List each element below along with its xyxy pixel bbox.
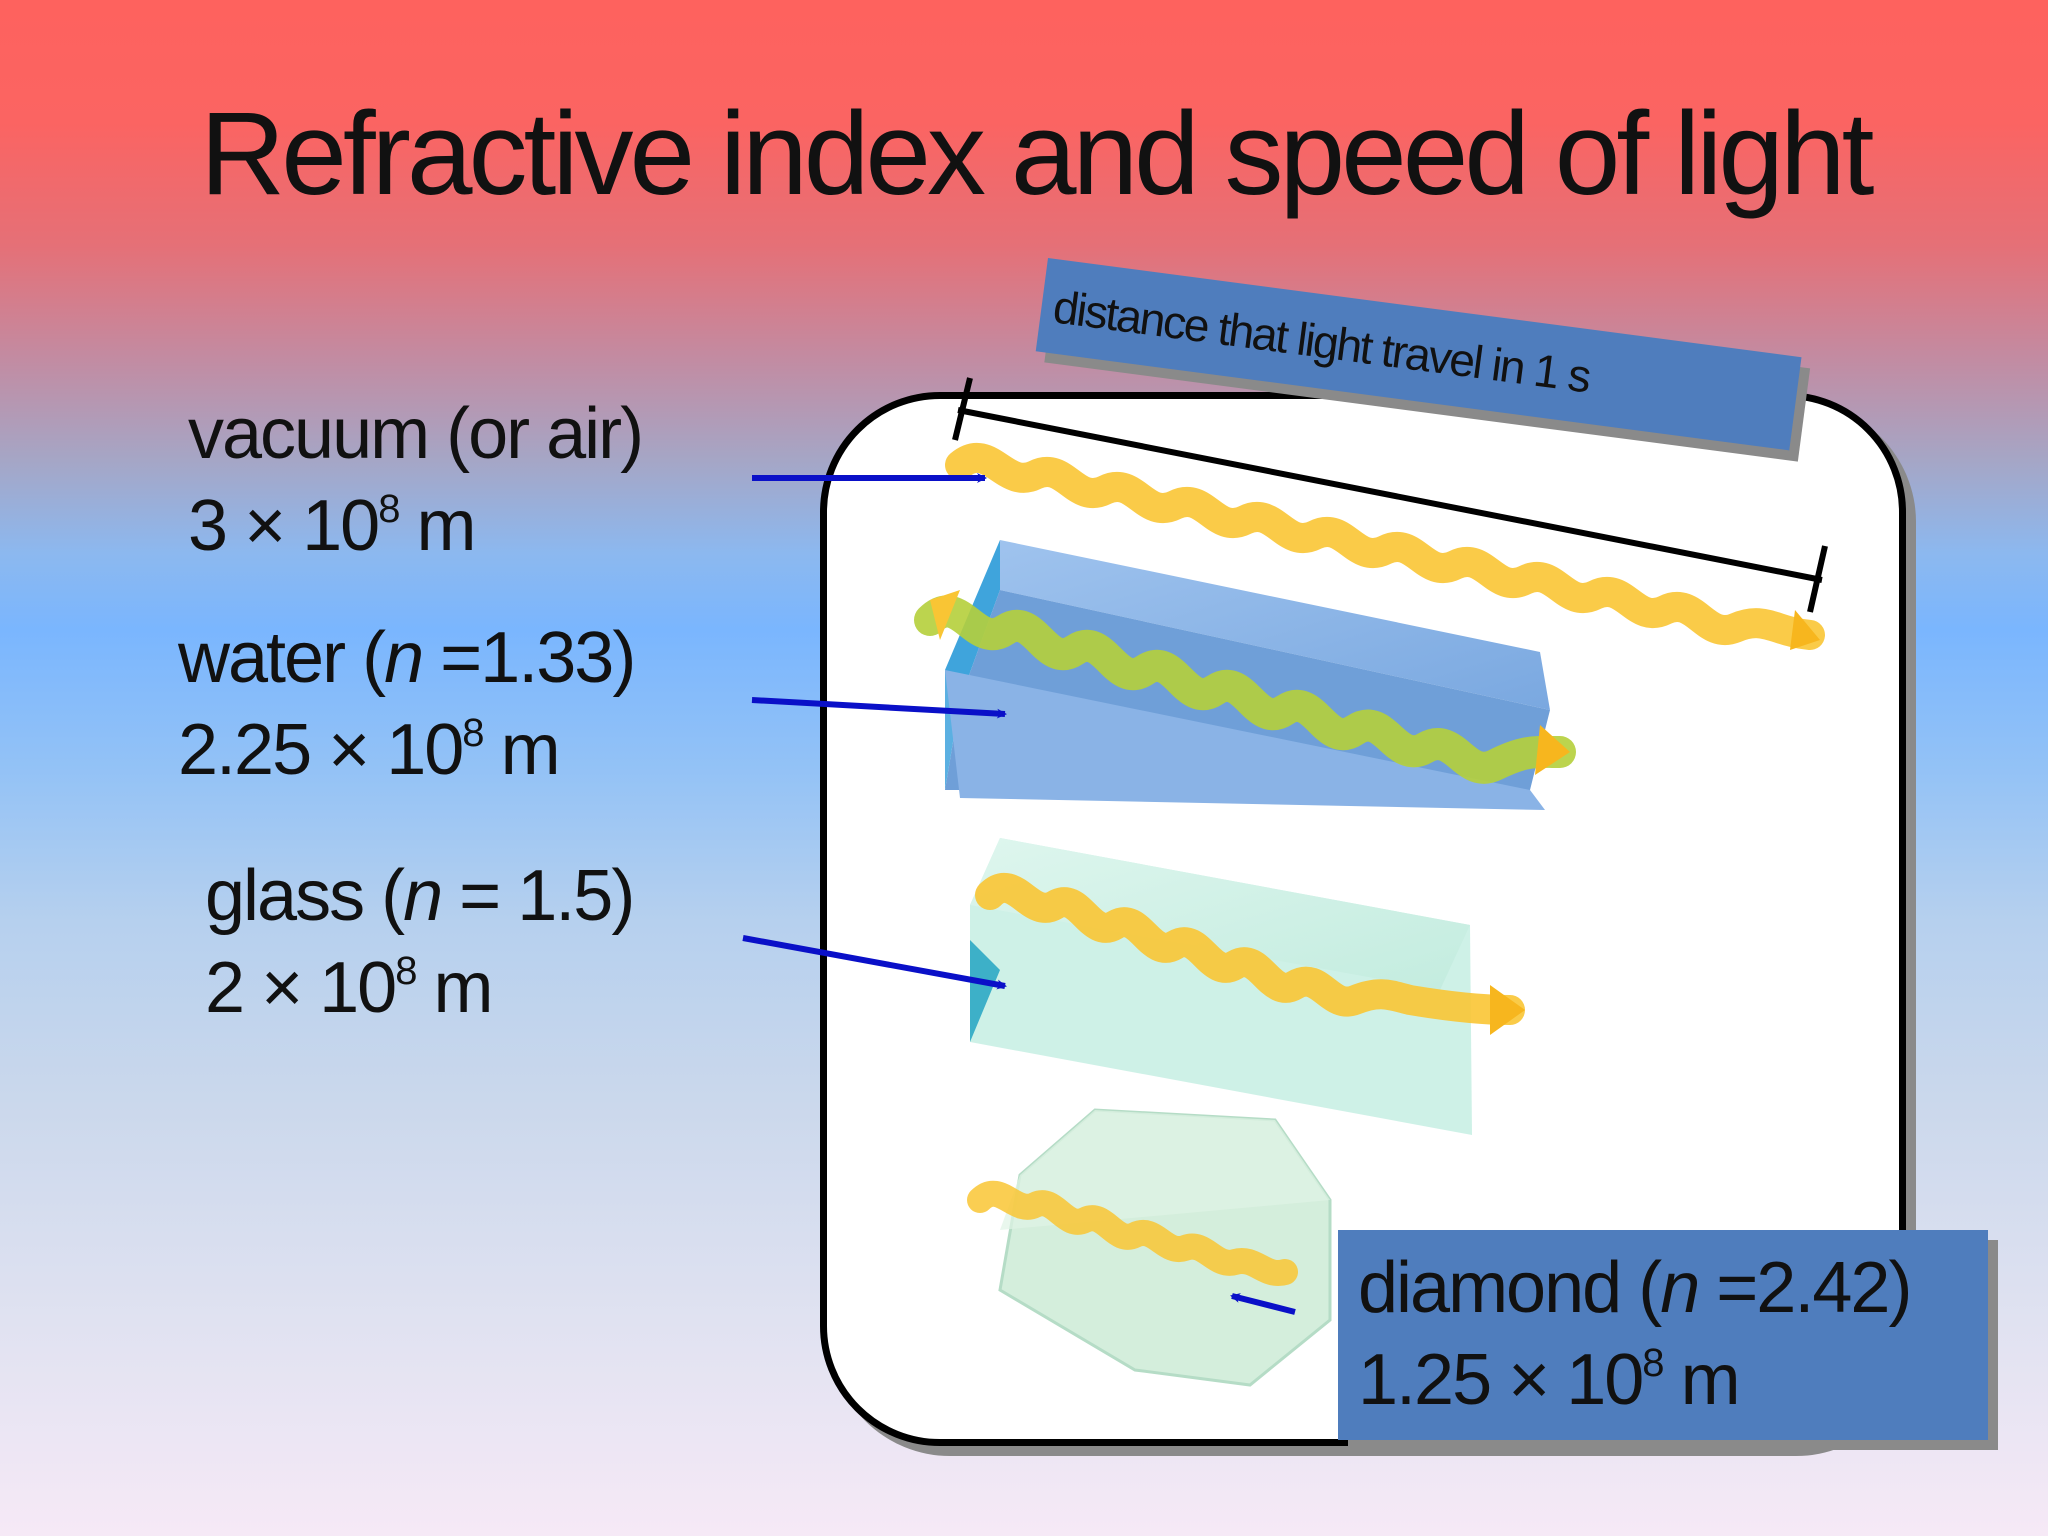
slide-title: Refractive index and speed of light: [200, 88, 1874, 220]
diamond-label: diamond (n =2.42) 1.25 × 108 m: [1358, 1242, 1912, 1426]
vacuum-distance: 3 × 108 m: [188, 486, 476, 566]
glass-arrow: [742, 935, 1007, 990]
distance-scale: [952, 377, 1828, 613]
glass-light-wave: [975, 873, 1525, 1025]
vacuum-name: vacuum (or air): [188, 394, 644, 474]
glass-distance: 2 × 108 m: [205, 948, 493, 1028]
diamond-distance: 1.25 × 108 m: [1358, 1340, 1741, 1420]
glass-label: glass (n = 1.5) 2 × 108 m: [205, 850, 635, 1034]
glass-name: glass (n = 1.5): [205, 856, 635, 936]
diamond-arrow: [1230, 1293, 1296, 1315]
water-name: water (n =1.33): [178, 618, 636, 698]
vacuum-light-wave: [945, 443, 1825, 650]
water-distance: 2.25 × 108 m: [178, 710, 561, 790]
water-arrow: [751, 697, 1007, 719]
vacuum-label: vacuum (or air) 3 × 108 m: [188, 388, 644, 572]
diamond-light-wave: [967, 1180, 1298, 1286]
water-label: water (n =1.33) 2.25 × 108 m: [178, 612, 636, 796]
diamond-label-box: diamond (n =2.42) 1.25 × 108 m: [1338, 1230, 1988, 1440]
diamond-name: diamond (n =2.42): [1358, 1248, 1912, 1328]
water-light-wave: [914, 595, 1576, 784]
